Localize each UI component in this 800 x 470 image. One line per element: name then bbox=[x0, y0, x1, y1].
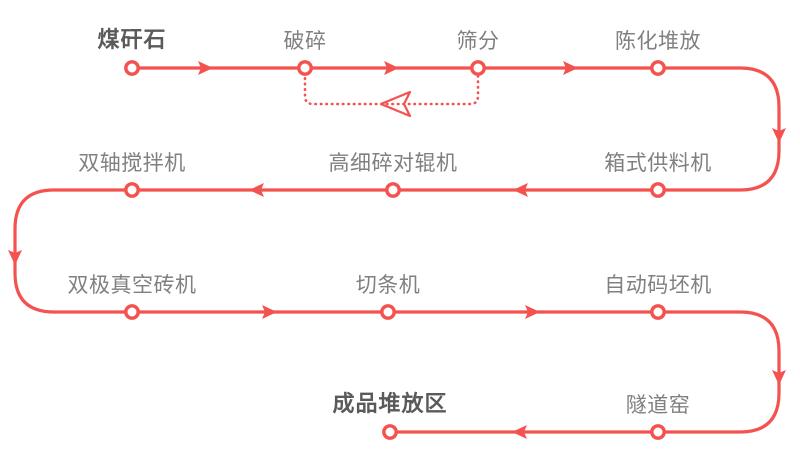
node-circle[interactable] bbox=[650, 60, 666, 76]
node-label-posui: 破碎 bbox=[283, 29, 327, 53]
node-circle[interactable] bbox=[124, 304, 140, 320]
node-label-suidaoyao: 隧道窑 bbox=[625, 393, 691, 417]
node-label-shuangzhoujiaobanji: 双轴搅拌机 bbox=[78, 151, 186, 175]
node-circle[interactable] bbox=[124, 60, 140, 76]
arrowhead-row1-b bbox=[384, 61, 399, 75]
arrowhead-row4-a bbox=[512, 425, 527, 439]
node-circle[interactable] bbox=[382, 424, 398, 440]
arrowhead-row3-b bbox=[525, 305, 540, 319]
node-label-shaifen: 筛分 bbox=[456, 29, 500, 53]
node-label-chengpinduifangqu: 成品堆放区 bbox=[332, 392, 448, 417]
node-circle[interactable] bbox=[380, 304, 396, 320]
node-label-meiganshi: 煤矸石 bbox=[97, 28, 167, 53]
row1-path-group bbox=[130, 66, 781, 192]
arrowhead-row2-a bbox=[513, 183, 528, 197]
node-circle[interactable] bbox=[650, 424, 666, 440]
node-circle[interactable] bbox=[385, 182, 401, 198]
node-label-zidongmapeiji: 自动码坯机 bbox=[604, 273, 712, 297]
node-label-xiangshigongliaoji: 箱式供料机 bbox=[604, 151, 712, 175]
node-label-gaoxisuiduigunji: 高细碎对辊机 bbox=[328, 151, 458, 175]
row3-line bbox=[130, 310, 781, 434]
arrowhead-right-turn-top bbox=[772, 128, 786, 143]
arrowhead-right-turn-bottom bbox=[772, 370, 786, 385]
arrowhead-row1-a bbox=[198, 61, 213, 75]
node-circle[interactable] bbox=[650, 182, 666, 198]
arrowhead-row1-c bbox=[563, 61, 578, 75]
arrowhead-row3-a bbox=[262, 305, 277, 319]
arrowhead-row2-b bbox=[249, 183, 264, 197]
row1-line bbox=[130, 66, 781, 192]
node-circle[interactable] bbox=[124, 182, 140, 198]
arrowhead-left-turn bbox=[8, 250, 22, 265]
node-circle[interactable] bbox=[650, 304, 666, 320]
node-label-chenhuaduifang: 陈化堆放 bbox=[615, 29, 701, 53]
feedback-loop-path bbox=[303, 74, 480, 106]
node-circle[interactable] bbox=[470, 60, 486, 76]
node-circle[interactable] bbox=[297, 60, 313, 76]
left-uturn-path bbox=[13, 188, 134, 314]
node-label-shuangjizhenkongzhuanji: 双极真空砖机 bbox=[67, 273, 197, 297]
feedback-loop-arrowhead bbox=[379, 90, 412, 118]
node-label-qietiaoji: 切条机 bbox=[355, 273, 421, 297]
